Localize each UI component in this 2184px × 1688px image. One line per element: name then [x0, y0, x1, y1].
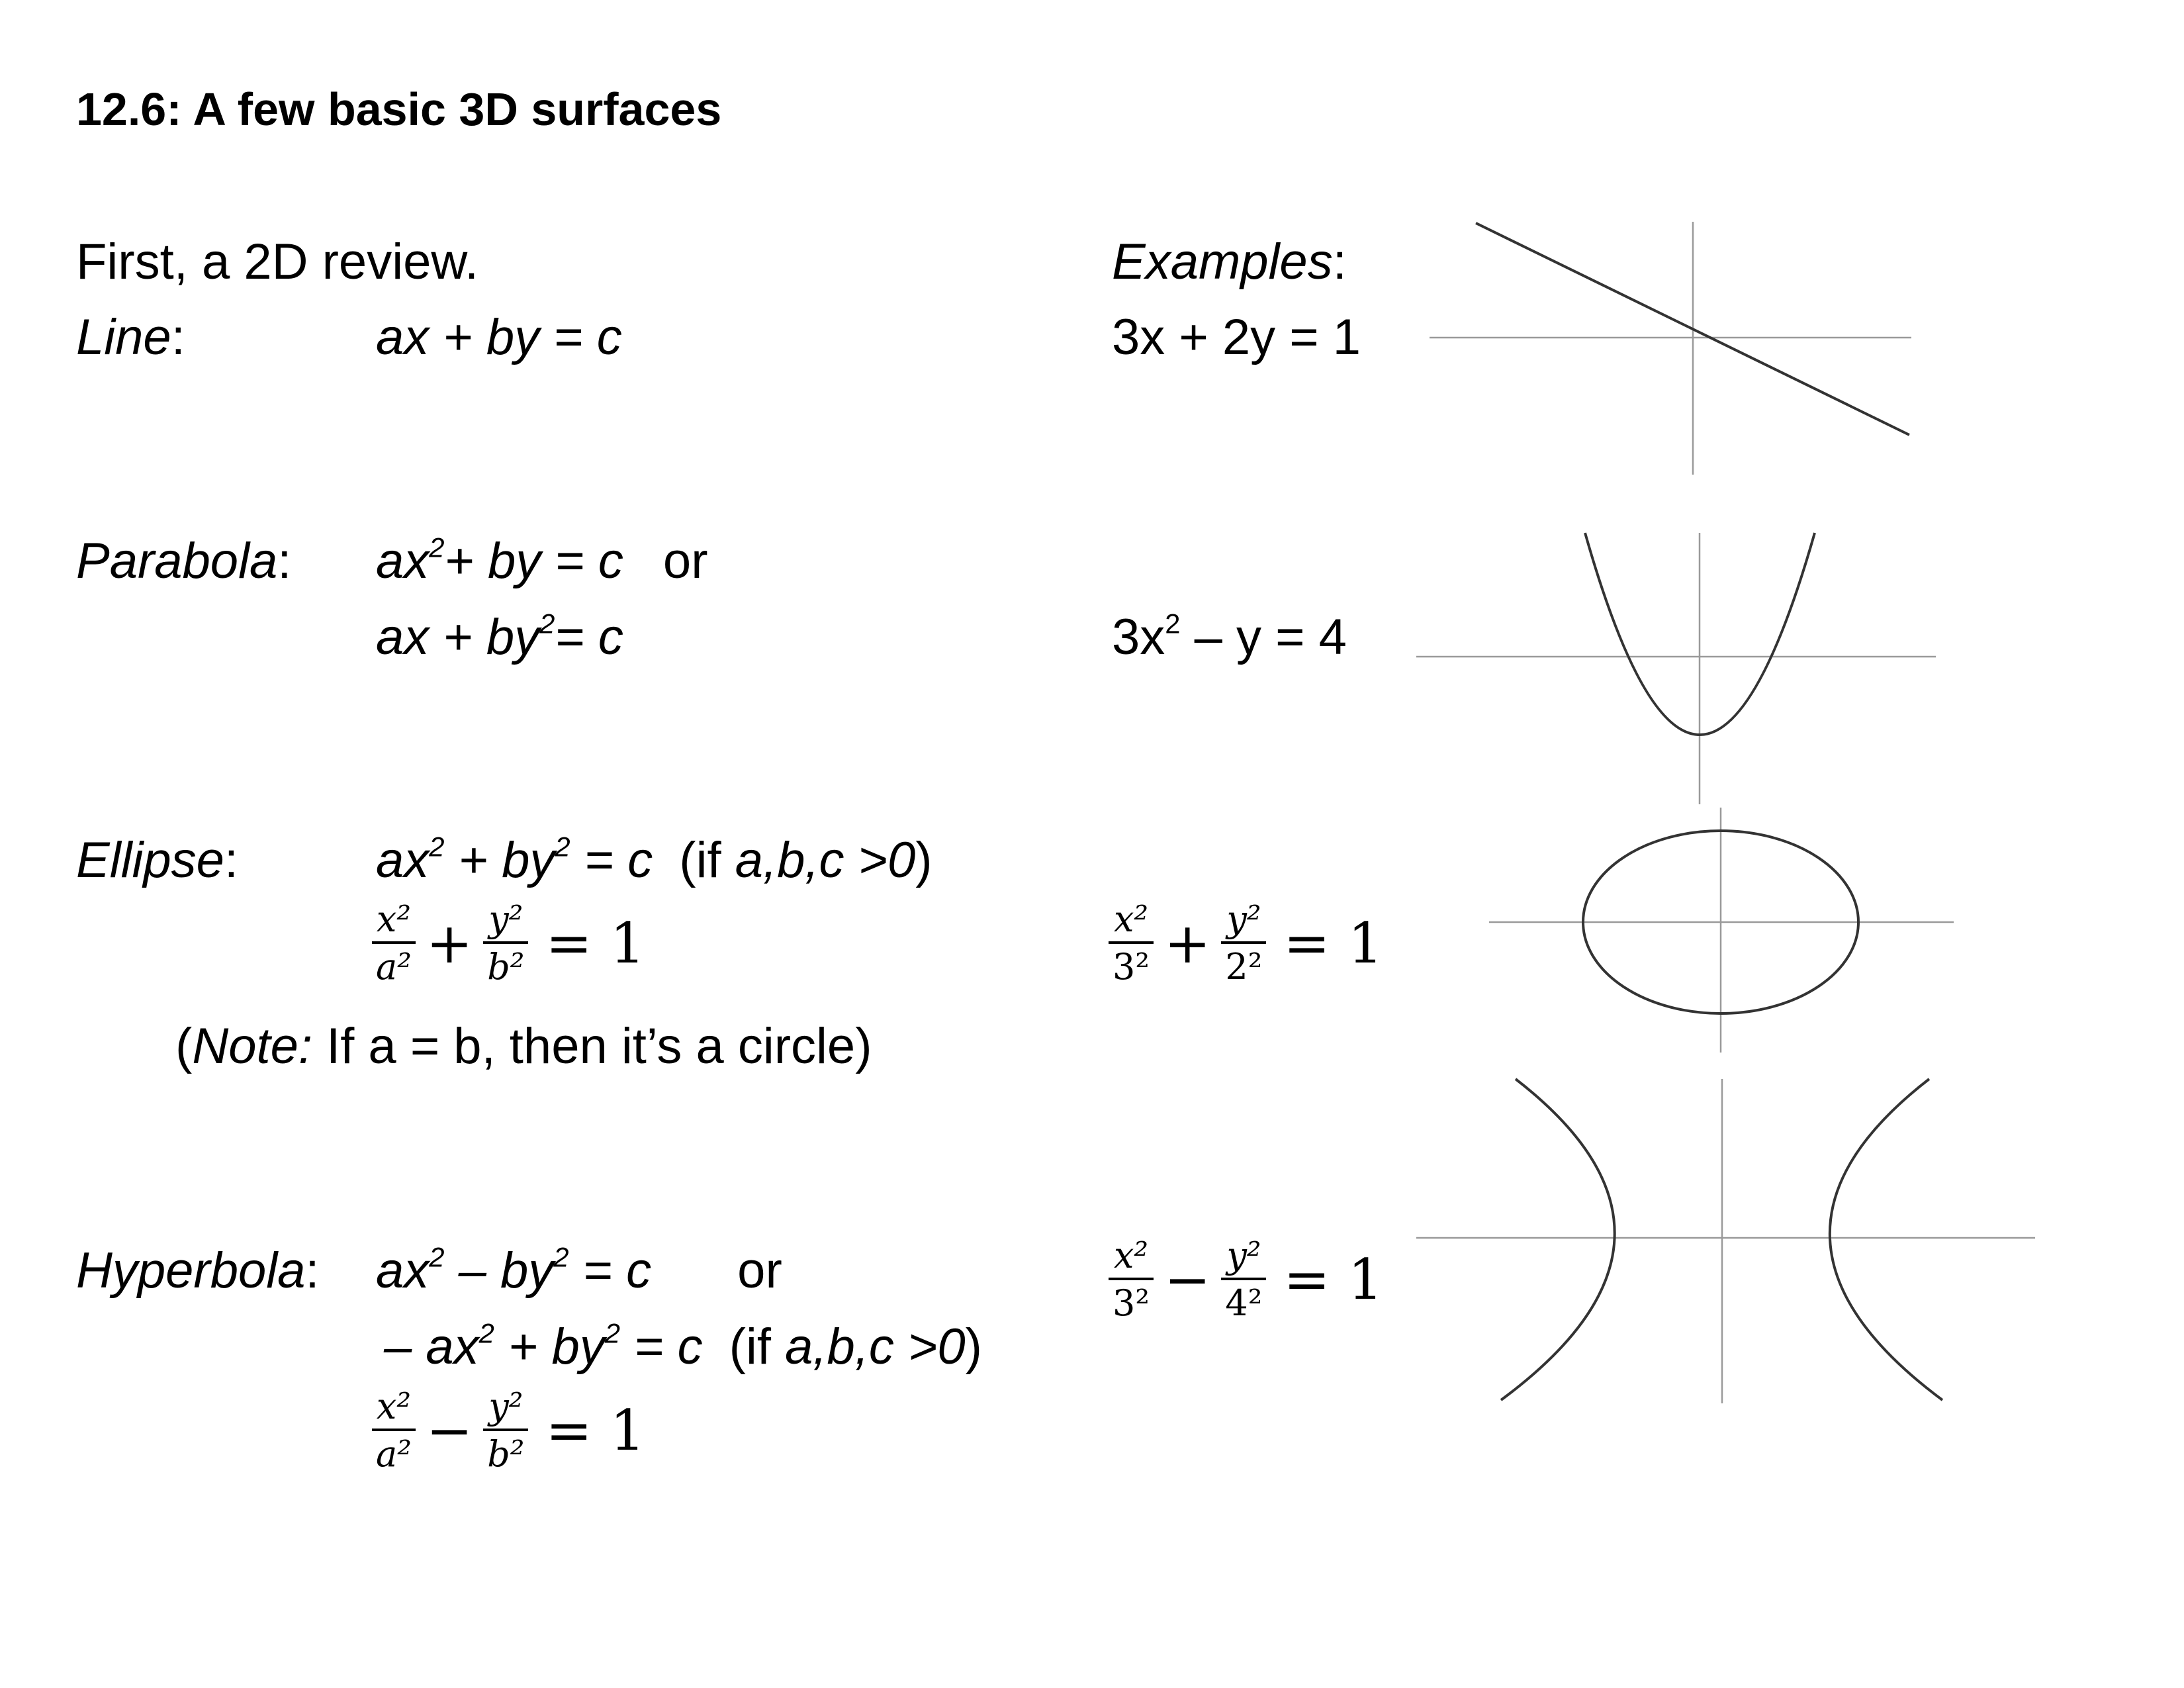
examples-label: Examples:	[1112, 234, 1347, 290]
line-general-equation: ax + by = c	[376, 309, 622, 365]
parabola-graph	[1416, 532, 1936, 804]
ellipse-graph-curve	[1582, 829, 1860, 1015]
line-graph	[1430, 222, 1911, 475]
parabola-form-2: ax + by2= c	[376, 608, 623, 665]
ellipse-graph	[1489, 808, 1954, 1053]
intro-text: First, a 2D review.	[76, 234, 479, 290]
ellipse-note: (Note: If a = b, then it’s a circle)	[175, 1018, 872, 1074]
line-example-equation: 3x + 2y = 1	[1112, 309, 1361, 365]
parabola-label: Parabola:	[76, 533, 292, 589]
hyperbola-label: Hyperbola:	[76, 1243, 320, 1299]
hyperbola-graph-right-branch	[1828, 1078, 1944, 1401]
line-label: Line:	[76, 309, 185, 365]
page-title: 12.6: A few basic 3D surfaces	[76, 83, 722, 135]
hyperbola-graph	[1416, 1078, 2035, 1403]
hyperbola-form-2: – ax2 + by2 = c(if a,b,c >0)	[384, 1317, 982, 1375]
parabola-example-equation: 3x2 – y = 4	[1112, 608, 1347, 665]
hyperbola-graph-left-branch	[1500, 1078, 1616, 1401]
parabola-graph-curve	[1584, 532, 1816, 736]
ellipse-form-1: ax2 + by2 = c(if a,b,c >0)	[376, 831, 933, 888]
line-graph-curve	[1475, 222, 1910, 436]
ellipse-label: Ellipse:	[76, 832, 239, 888]
